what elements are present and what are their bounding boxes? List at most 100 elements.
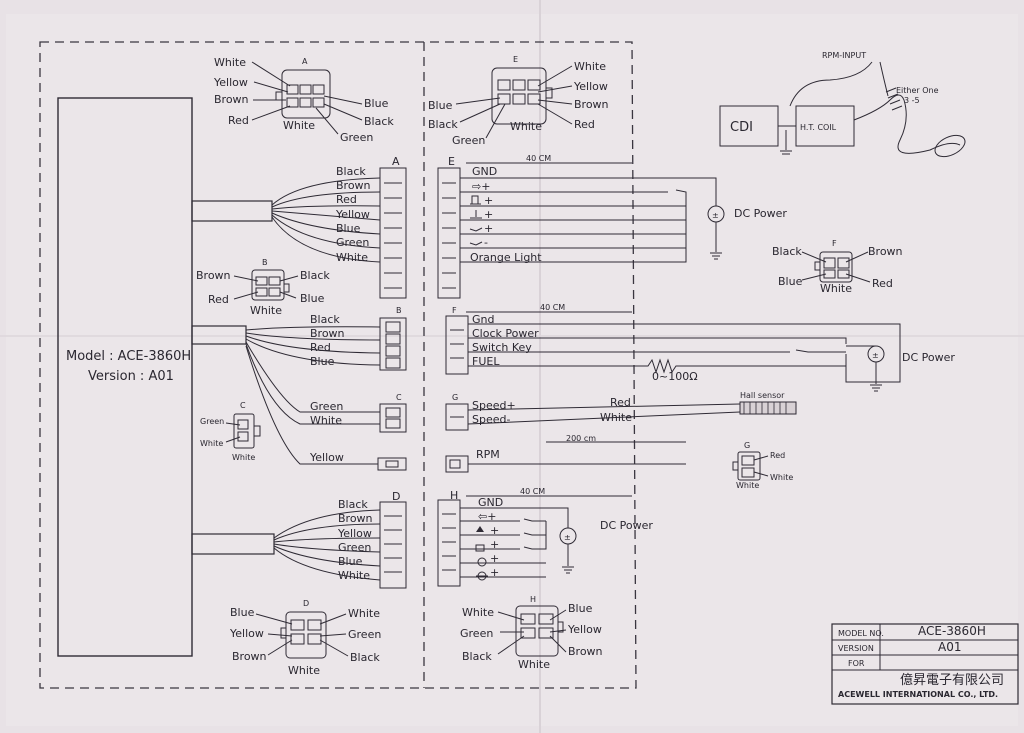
connector-E-pin: Red [574, 118, 595, 131]
connector-B-pin: Red [208, 293, 229, 306]
connector-D-title: D [303, 599, 309, 608]
title-block: MODEL NO. ACE-3860H VERSION A01 FOR 億昇電子… [831, 623, 1019, 705]
dashed-frame [39, 41, 637, 689]
harness-D: D Black Brown Yellow Green Blue White [273, 490, 407, 589]
connector-G-pin: Red [770, 451, 785, 460]
block-E-title: E [448, 155, 455, 168]
connector-C-pin: White [232, 453, 255, 462]
connector-E-pin: White [510, 120, 542, 133]
block-H-pin: + [490, 538, 499, 551]
harness-D-wire: Yellow [337, 527, 372, 540]
rpm-input-label: RPM-INPUT [822, 51, 866, 60]
block-E-pin: ⇨+ [472, 180, 490, 193]
block-G-title: G [452, 393, 458, 402]
block-F-length: 40 CM [540, 303, 565, 312]
connector-H: H White Green Black Blue Yellow Brown Wh… [460, 595, 603, 671]
connector-G: G Red White White [732, 441, 793, 490]
connector-D-pin: Green [348, 628, 381, 641]
harness-D-wire: Blue [338, 555, 363, 568]
connector-B: B Brown Red Black Blue White [196, 258, 330, 317]
version-text: Version : A01 [88, 369, 174, 384]
model-no-label: MODEL NO. [838, 629, 884, 638]
block-G-wire: White [600, 411, 632, 424]
block-F: F 40 CM ± Gnd Clock Power Switch Key FUE… [445, 303, 955, 392]
model-no-value: ACE-3860H [918, 624, 986, 638]
connector-D-pin: Brown [232, 650, 267, 663]
cdi-label: CDI [730, 120, 753, 135]
connector-D: D Blue Yellow Brown White Green Black Wh… [229, 599, 381, 677]
connector-G-title: G [744, 441, 750, 450]
ignition-circuit: RPM-INPUT CDI H.T. COIL Either One 3 -5 [719, 51, 966, 158]
connector-E: E Blue Black Green White Yellow Brown Re… [428, 55, 609, 147]
block-F-title: F [452, 306, 457, 315]
connector-C-pin: Green [200, 417, 224, 426]
block-H-pin: + [490, 566, 499, 579]
connector-F-pin: Red [872, 277, 893, 290]
block-H-pin: + [490, 552, 499, 565]
connector-F: F Black Blue Brown Red White [772, 239, 903, 295]
connector-A-title: A [302, 57, 308, 66]
harness-D-title: D [392, 490, 400, 503]
block-G-pin: Speed+ [472, 399, 516, 412]
block-E-pin: GND [472, 165, 497, 178]
connector-E-title: E [513, 55, 518, 64]
connector-F-pin: White [820, 282, 852, 295]
connector-A-pin: Red [228, 114, 249, 127]
connector-G-pin: White [736, 481, 759, 490]
block-H: H 40 CM ± GND ⇦+ + + + + DC Power [437, 487, 653, 587]
company-name-cn: 億昇電子有限公司 [900, 672, 1004, 688]
version-label: VERSION [838, 644, 874, 653]
connector-A-pin: White [214, 56, 246, 69]
connector-F-pin: Brown [868, 245, 903, 258]
connector-F-title: F [832, 239, 837, 248]
turns-label: 3 -5 [904, 96, 920, 105]
harness-B-wire: Blue [310, 355, 335, 368]
harness-C-wire: Green [310, 400, 343, 413]
block-G: G Speed+ Speed- Red White Hall sensor [445, 391, 797, 431]
block-G-pin: Speed- [472, 413, 510, 426]
block-F-source-sign: ± [872, 351, 879, 360]
connector-E-pin: Brown [574, 98, 609, 111]
harness-D-wire: Green [338, 541, 371, 554]
harness-C: C Green White [245, 341, 407, 433]
indicator-icon [476, 571, 488, 581]
block-F-power: DC Power [902, 351, 955, 364]
connector-H-title: H [530, 595, 536, 604]
harness-A: A Black Brown Red Yellow Blue Green Whit… [271, 155, 407, 299]
block-F-pin: Gnd [472, 313, 494, 326]
connector-A-pin: Green [340, 131, 373, 144]
paper-sheet [6, 14, 1018, 726]
connector-D-pin: Black [350, 651, 380, 664]
block-E-pin: + [484, 194, 493, 207]
connector-B-pin: Blue [300, 292, 325, 305]
resistor-label: 0~100Ω [652, 370, 698, 383]
block-E-power: DC Power [734, 207, 787, 220]
high-beam-icon [476, 526, 484, 532]
harness-B: B Black Brown Red Blue [245, 306, 407, 371]
block-E-pin: + [484, 222, 493, 235]
connector-H-pin: Yellow [567, 623, 602, 636]
connector-G-pin: White [770, 473, 793, 482]
meter-body [57, 97, 193, 657]
harness-C-title: C [396, 393, 402, 402]
harness-A-wire: Blue [336, 222, 361, 235]
block-H-source-sign: ± [564, 533, 571, 542]
harness-A-wire: Yellow [335, 208, 370, 221]
harness-B-wire: Black [310, 313, 340, 326]
block-F-pin: Clock Power [472, 327, 539, 340]
harness-yellow-wire: Yellow [309, 451, 344, 464]
connector-A-pin: Black [364, 115, 394, 128]
harness-B-wire: Red [310, 341, 331, 354]
for-label: FOR [848, 659, 865, 668]
harness-A-wire: Brown [336, 179, 371, 192]
rpm-pin: RPM [476, 448, 500, 461]
connector-C: C Green White White [200, 401, 261, 462]
block-F-pin: FUEL [472, 355, 500, 368]
connector-H-pin: White [518, 658, 550, 671]
connector-D-pin: White [288, 664, 320, 677]
harness-yellow: Yellow [245, 345, 407, 471]
position-light-icon [477, 557, 487, 567]
block-H-length: 40 CM [520, 487, 545, 496]
connector-E-pin: White [574, 60, 606, 73]
harness-A-wire: Red [336, 193, 357, 206]
